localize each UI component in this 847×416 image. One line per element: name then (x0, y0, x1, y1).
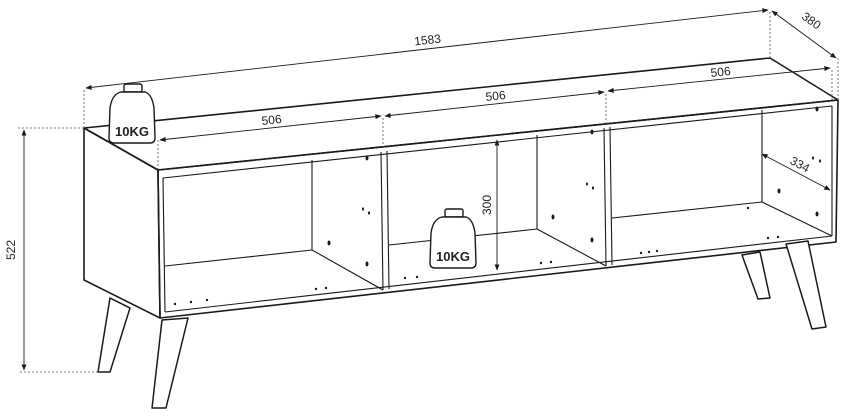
front-frame-inner-bottom (164, 235, 833, 313)
dimension-lines (21, 8, 837, 371)
legs (97, 240, 827, 409)
divider-left-a (380, 151, 384, 291)
compartment-right (611, 110, 833, 237)
label-height: 522 (4, 240, 18, 260)
cabinet-front (157, 99, 839, 319)
label-right-compartment: 506 (710, 64, 732, 80)
label-left-compartment: 506 (261, 112, 283, 128)
weight-label-top: 10KG (115, 124, 149, 139)
cabinet-body (83, 57, 839, 319)
leg-back-left (97, 297, 131, 373)
divider-right-a (603, 127, 607, 267)
leg-back-right (741, 251, 771, 300)
weight-label-shelf: 10KG (436, 249, 470, 264)
divider-right-b (609, 126, 613, 266)
divider-left-b (386, 150, 390, 290)
dim-line-inner-depth (761, 153, 831, 191)
weight-icon-top: 10KG (108, 83, 156, 144)
dim-line-total-width (85, 8, 769, 90)
weight-icon-shelf: 10KG (429, 208, 477, 269)
cabinet-left-side (83, 127, 161, 319)
label-total-width: 1583 (413, 32, 441, 49)
label-shelf-height: 300 (480, 195, 494, 215)
compartment-middle (388, 135, 607, 267)
dim-line-left (159, 114, 382, 142)
front-frame-inner-left (162, 177, 166, 313)
compartment-left (164, 160, 384, 291)
shelf-pin-holes (173, 106, 821, 306)
label-middle-compartment: 506 (485, 88, 507, 104)
label-inner-depth: 334 (788, 154, 813, 176)
label-depth: 380 (799, 9, 824, 32)
dim-line-right (607, 66, 831, 93)
leg-front-right (785, 240, 827, 330)
extension-lines (18, 10, 839, 373)
leg-front-left (151, 317, 189, 409)
dim-line-middle (384, 90, 605, 118)
dim-line-depth (771, 10, 837, 59)
